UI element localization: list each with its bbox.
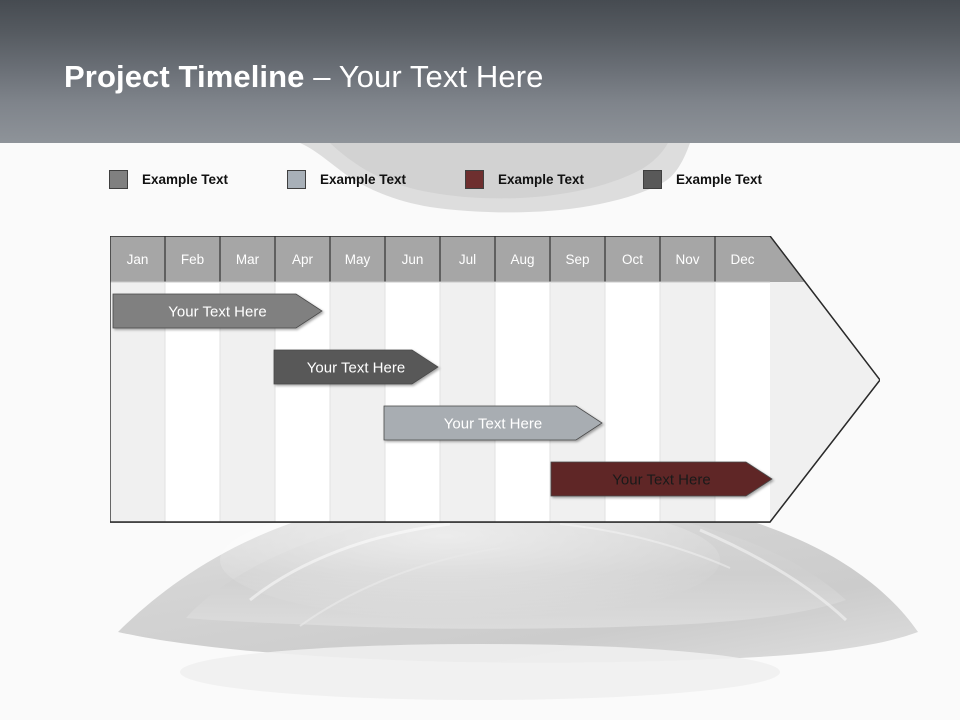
month-header-apr: Apr xyxy=(292,252,314,267)
month-column-aug xyxy=(495,282,550,522)
legend-item[interactable]: Example Text xyxy=(287,166,406,192)
month-header-may: May xyxy=(345,252,371,267)
task-bar[interactable]: Your Text Here xyxy=(273,349,439,385)
task-bar-label: Your Text Here xyxy=(444,416,542,433)
task-bar-label: Your Text Here xyxy=(612,472,710,489)
header-band: Project Timeline – Your Text Here xyxy=(0,0,960,143)
task-bar-label: Your Text Here xyxy=(307,360,405,377)
task-bar[interactable]: Your Text Here xyxy=(383,405,603,441)
page-title: Project Timeline – Your Text Here xyxy=(64,59,543,95)
page-title-regular: – Your Text Here xyxy=(304,59,544,94)
legend-item-label: Example Text xyxy=(676,171,763,187)
timeline-chart-svg: Jan Feb Mar Apr May Jun Jul Aug Sep Oct Nov Dec You… xyxy=(110,236,880,523)
month-header-nov: Nov xyxy=(675,252,699,267)
month-column-jun xyxy=(385,282,440,522)
legend-swatch-icon xyxy=(465,169,484,189)
legend-swatch-icon xyxy=(109,169,128,189)
legend-swatch-icon xyxy=(287,169,306,189)
legend-item-label: Example Text xyxy=(498,171,585,187)
legend-item[interactable]: Example Text xyxy=(109,166,228,192)
legend-swatch-icon xyxy=(643,169,662,189)
legend-item[interactable]: Example Text xyxy=(643,166,762,192)
chart-legend: Example Text Example Text Example Text E… xyxy=(109,166,829,196)
month-header-jul: Jul xyxy=(459,252,476,267)
legend-item-label: Example Text xyxy=(320,171,407,187)
month-header-jun: Jun xyxy=(402,252,424,267)
month-header-feb: Feb xyxy=(181,252,204,267)
month-header-oct: Oct xyxy=(622,252,643,267)
task-bar-label: Your Text Here xyxy=(168,304,266,321)
month-column-jul xyxy=(440,282,495,522)
timeline-chart: Jan Feb Mar Apr May Jun Jul Aug Sep Oct Nov Dec You… xyxy=(110,236,880,523)
month-header-dec: Dec xyxy=(730,252,754,267)
month-header-row: Jan Feb Mar Apr May Jun Jul Aug Sep Oct Nov Dec xyxy=(110,236,805,283)
month-header-mar: Mar xyxy=(236,252,260,267)
legend-item-label: Example Text xyxy=(142,171,229,187)
task-bar[interactable]: Your Text Here xyxy=(112,293,323,329)
month-column-may xyxy=(330,282,385,522)
page-title-bold: Project Timeline xyxy=(64,59,305,94)
legend-item[interactable]: Example Text xyxy=(465,166,584,192)
month-header-aug: Aug xyxy=(510,252,534,267)
month-header-jan: Jan xyxy=(127,252,149,267)
month-header-sep: Sep xyxy=(565,252,589,267)
task-bar[interactable]: Your Text Here xyxy=(550,461,773,497)
